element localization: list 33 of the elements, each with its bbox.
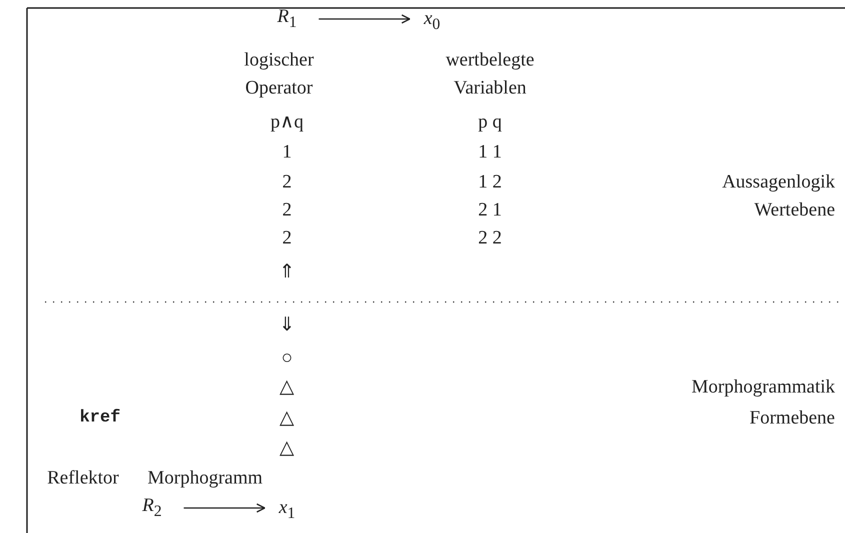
symbol-label: R$_{2}$	[142, 496, 162, 520]
table-value: 2	[282, 228, 292, 248]
column-heading: logischer	[244, 50, 314, 70]
column-heading: Morphogramm	[147, 468, 263, 488]
table-value: 2 2	[478, 228, 502, 248]
level-label: Formebene	[750, 408, 835, 428]
table-value: 2 1	[478, 200, 502, 220]
transition-symbol: ⇑	[279, 262, 295, 282]
transition-symbol: ⇓	[279, 316, 295, 334]
column-heading: Variablen	[454, 78, 526, 98]
column-heading: Reflektor	[47, 468, 119, 488]
column-heading: Operator	[245, 78, 313, 98]
column-heading: wertbelegte	[446, 50, 534, 70]
table-value: 1 2	[478, 172, 502, 192]
column-heading: p∧q	[270, 112, 304, 132]
level-label: Morphogrammatik	[691, 378, 835, 396]
table-value: 1 1	[478, 142, 502, 162]
symbol-label: x$_{1}$	[278, 498, 296, 522]
morphogram-symbol: △	[280, 378, 294, 396]
level-label: Aussagenlogik	[722, 172, 835, 192]
arrow	[318, 14, 410, 24]
symbol-label: R$_{1}$	[277, 7, 297, 31]
morphogram-symbol: △	[280, 438, 294, 458]
table-value: 2	[282, 172, 292, 192]
table-value: 2	[282, 200, 292, 220]
level-label: Wertebene	[754, 200, 835, 220]
morphogram-symbol: ○	[281, 348, 293, 368]
morphogram-symbol: △	[280, 408, 294, 428]
arrow	[184, 503, 266, 513]
table-value: 1	[282, 142, 292, 162]
symbol-label: x$_{0}$	[424, 9, 440, 33]
column-heading: p q	[478, 112, 502, 132]
operator-name: kref	[80, 410, 120, 426]
